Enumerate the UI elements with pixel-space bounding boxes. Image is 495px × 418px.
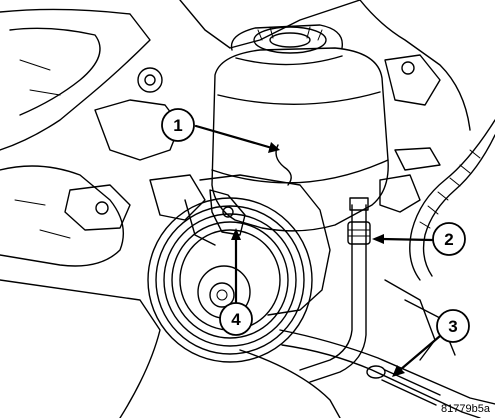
pump-pulley	[147, 197, 313, 363]
wiring-harness	[379, 119, 495, 281]
callout-3: 3	[436, 309, 470, 343]
callout-2: 2	[432, 222, 466, 256]
engine-background	[0, 0, 471, 418]
callout-4-label: 4	[231, 310, 241, 329]
callout-3-label: 3	[448, 317, 457, 336]
lower-structure	[239, 279, 456, 418]
mounting-bracket	[209, 189, 246, 236]
pump-body	[184, 174, 331, 316]
figure-id: 81779b5a	[441, 403, 491, 415]
callout-4: 4	[219, 302, 253, 336]
callout-2-label: 2	[444, 230, 453, 249]
reservoir	[211, 24, 389, 232]
callout-1-label: 1	[173, 116, 182, 135]
leader-arrows	[194, 124, 442, 377]
callout-1: 1	[161, 108, 195, 142]
